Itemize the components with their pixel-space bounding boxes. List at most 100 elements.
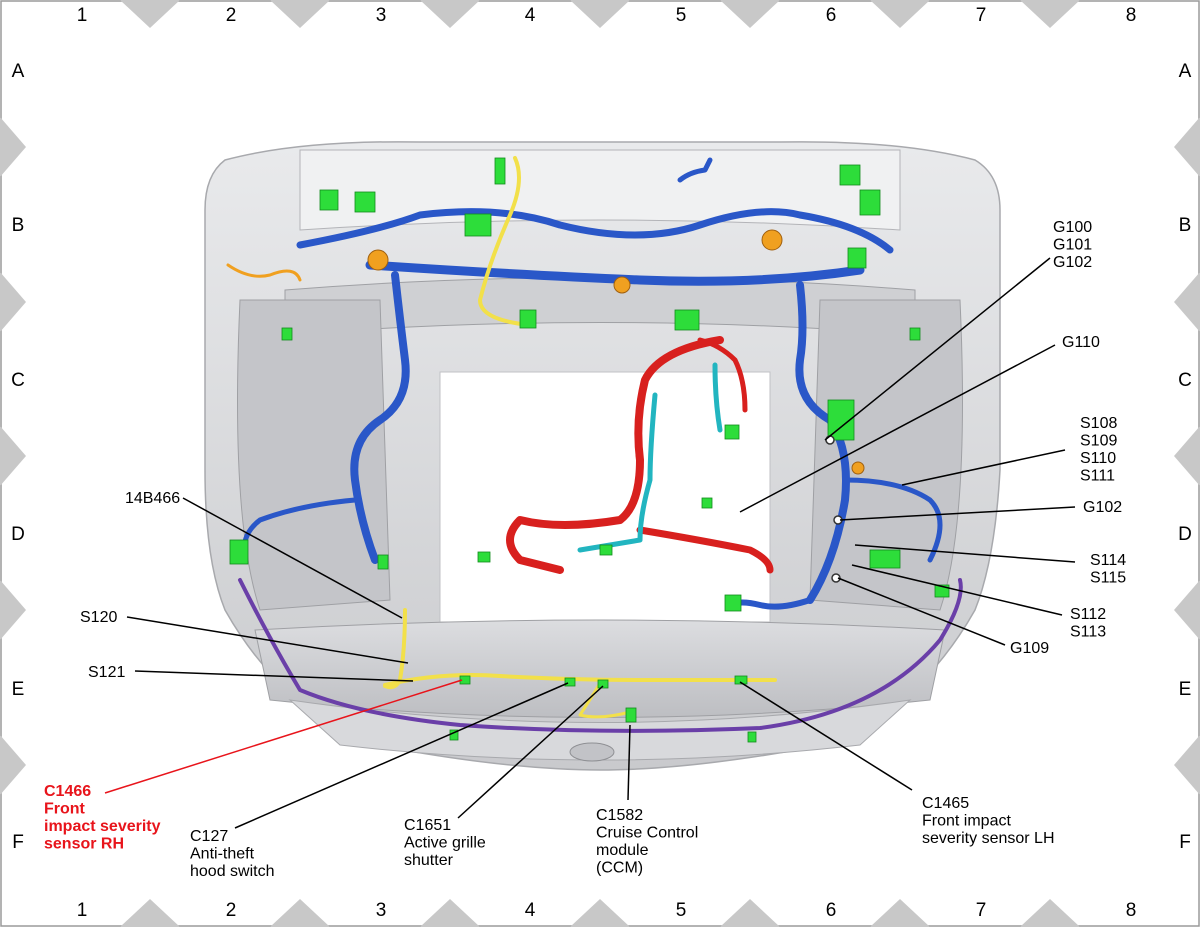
callout-label-line: C1466 bbox=[44, 783, 91, 800]
border-marker bbox=[0, 117, 26, 177]
callout-label-line: S110 bbox=[1080, 450, 1116, 467]
left-strut-tower bbox=[237, 299, 391, 611]
callout-label-line: C1651 bbox=[404, 817, 451, 834]
harness-yellow-bumper bbox=[383, 673, 777, 687]
harness-orange bbox=[226, 263, 302, 282]
harness-blue-right-branch bbox=[842, 477, 943, 563]
border-marker bbox=[0, 580, 26, 640]
border-marker bbox=[720, 899, 780, 927]
grid-column-label-top: 3 bbox=[376, 5, 387, 26]
grid-column-label-bottom: 1 bbox=[77, 900, 88, 921]
leader-lines bbox=[104, 257, 1076, 829]
callout-s121: S121 bbox=[88, 664, 125, 681]
callout-label-line: S109 bbox=[1080, 433, 1117, 450]
harness-cyan bbox=[577, 362, 723, 553]
connector bbox=[519, 309, 537, 329]
connector bbox=[319, 189, 339, 211]
connector bbox=[464, 213, 492, 237]
grid-column-label-bottom: 2 bbox=[226, 900, 237, 921]
leader-s121 bbox=[134, 670, 414, 682]
grid-row-label-right: C bbox=[1178, 370, 1192, 391]
leader-c127 bbox=[234, 682, 569, 829]
tow-hook-cover bbox=[569, 742, 615, 762]
callout-14b466: 14B466 bbox=[125, 490, 180, 507]
wiring-harness bbox=[226, 156, 963, 733]
grid-row-label-right: A bbox=[1179, 61, 1192, 82]
grid-row-label-right: E bbox=[1179, 679, 1192, 700]
grid-column-label-bottom: 5 bbox=[676, 900, 687, 921]
connector bbox=[909, 327, 921, 341]
border-marker bbox=[420, 899, 480, 927]
grid-row-label-right: B bbox=[1179, 215, 1192, 236]
harness-blue-cross bbox=[365, 260, 865, 286]
border-marker bbox=[420, 0, 480, 28]
leader-14b466 bbox=[182, 497, 403, 619]
border-marker bbox=[1174, 272, 1200, 332]
border-marker bbox=[870, 0, 930, 28]
connector bbox=[724, 594, 742, 612]
grommet bbox=[851, 461, 865, 475]
callout-label-line: shutter bbox=[404, 852, 454, 869]
grid-column-label-bottom: 3 bbox=[376, 900, 387, 921]
callout-g102: G102 bbox=[1083, 499, 1122, 516]
callout-label-line: G102 bbox=[1083, 499, 1122, 516]
callout-label-line: Front impact bbox=[922, 813, 1011, 830]
grid-column-label-bottom: 8 bbox=[1126, 900, 1137, 921]
callout-label-line: S121 bbox=[88, 664, 125, 681]
harness-red-right bbox=[636, 526, 774, 574]
leader-s120 bbox=[126, 616, 409, 664]
leader-s108-s111 bbox=[901, 449, 1066, 486]
connector bbox=[859, 189, 881, 216]
connector bbox=[839, 164, 861, 186]
grommets bbox=[367, 229, 865, 475]
connector bbox=[599, 544, 613, 556]
grid-row-label-right: D bbox=[1178, 524, 1192, 545]
grid-column-label-top: 6 bbox=[826, 5, 837, 26]
callout-label-line: S120 bbox=[80, 609, 117, 626]
grommet bbox=[761, 229, 783, 251]
callout-label-line: module bbox=[596, 842, 649, 859]
callout-s120: S120 bbox=[80, 609, 117, 626]
connector bbox=[674, 309, 700, 331]
leader-c1582 bbox=[627, 724, 631, 801]
grid-column-label-top: 7 bbox=[976, 5, 987, 26]
connector bbox=[377, 554, 389, 570]
callout-label-line: G110 bbox=[1062, 334, 1100, 351]
harness-blue-top-right bbox=[677, 157, 713, 183]
connector bbox=[701, 497, 713, 509]
callout-label-line: G101 bbox=[1053, 237, 1092, 254]
border-marker bbox=[0, 426, 26, 486]
connector bbox=[494, 157, 506, 185]
callout-label-line: G100 bbox=[1053, 219, 1092, 236]
grid-column-label-top: 2 bbox=[226, 5, 237, 26]
front-bumper-beam bbox=[254, 619, 946, 718]
border-marker bbox=[120, 899, 180, 927]
connector bbox=[869, 549, 901, 569]
leader-c1651 bbox=[457, 685, 604, 819]
border-marker bbox=[1174, 735, 1200, 795]
right-strut-tower bbox=[809, 299, 963, 611]
leader-c1465 bbox=[739, 681, 913, 791]
callout-label-line: S113 bbox=[1070, 624, 1106, 641]
grid-row-label-left: F bbox=[12, 832, 24, 853]
border-marker bbox=[270, 899, 330, 927]
callout-label-line: impact severity bbox=[44, 818, 161, 835]
grommet bbox=[613, 276, 631, 294]
connector bbox=[724, 424, 740, 440]
connector bbox=[229, 539, 249, 565]
callout-label-line: severity sensor LH bbox=[922, 830, 1055, 847]
border-marker bbox=[1020, 0, 1080, 28]
grid-row-label-right: F bbox=[1179, 832, 1191, 853]
callout-label-line: 14B466 bbox=[125, 490, 180, 507]
grid-column-label-top: 1 bbox=[77, 5, 88, 26]
border-marker bbox=[1174, 580, 1200, 640]
grid-row-label-left: E bbox=[12, 679, 25, 700]
callout-label-line: hood switch bbox=[190, 863, 275, 880]
